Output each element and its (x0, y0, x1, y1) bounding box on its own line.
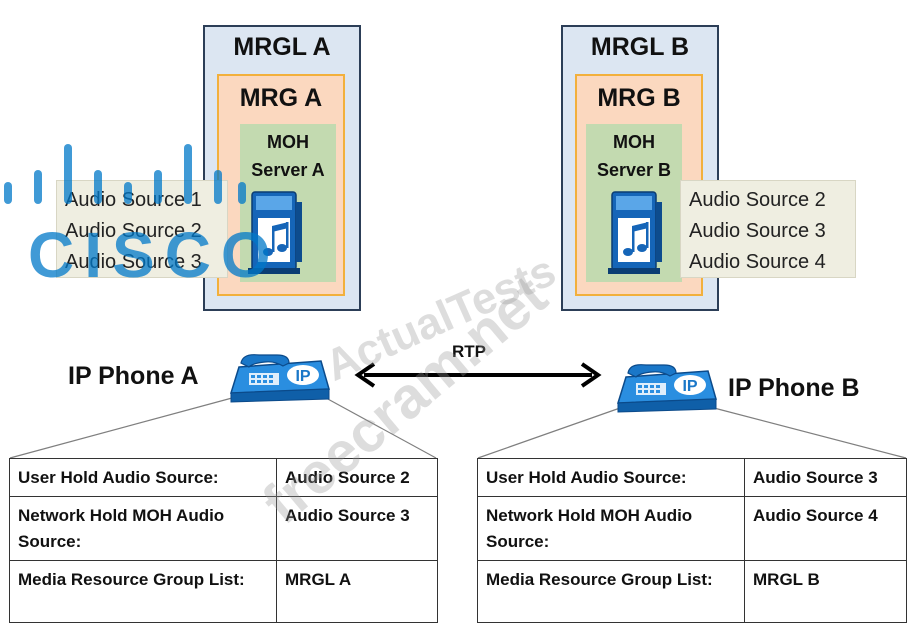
moh-server-b-icon (608, 191, 662, 274)
mrgl-b-title: MRGL B (590, 33, 690, 61)
moh-server-b-label-line2: Server B (596, 160, 672, 180)
rtp-double-arrow (354, 362, 602, 388)
moh-server-a-label-line1: MOH (267, 132, 309, 152)
table-a-value-1: Audio Source 2 (276, 458, 438, 497)
audio-source-b-1: Audio Source 2 (689, 189, 826, 211)
ip-phone-b-icon: IP (616, 364, 717, 413)
ip-phone-b-label: IP Phone B (728, 374, 860, 402)
moh-server-a-icon (248, 191, 302, 274)
table-b-label-2: Network Hold MOH Audio Source: (477, 496, 745, 561)
table-row: Network Hold MOH Audio Source: Audio Sou… (477, 496, 907, 561)
moh-server-b-label-line1: MOH (613, 132, 655, 152)
cisco-logo-bars (4, 144, 246, 204)
table-b-label-3: Media Resource Group List: (477, 560, 745, 623)
table-row: User Hold Audio Source: Audio Source 2 (9, 458, 438, 497)
rtp-label: RTP (452, 342, 486, 361)
table-b-label-1: User Hold Audio Source: (477, 458, 745, 497)
audio-source-b-3: Audio Source 4 (689, 251, 826, 273)
ip-phone-b-icon-text: IP (682, 378, 697, 395)
table-b-value-3: MRGL B (744, 560, 907, 623)
mrg-b-title: MRG B (597, 84, 681, 112)
audio-source-a-3: Audio Source 3 (65, 251, 202, 273)
audio-source-b-2: Audio Source 3 (689, 220, 826, 242)
table-row: User Hold Audio Source: Audio Source 3 (477, 458, 907, 497)
ip-phone-a-icon-text: IP (295, 368, 310, 385)
ip-phone-b-config-table: User Hold Audio Source: Audio Source 3 N… (477, 458, 907, 623)
table-row: Network Hold MOH Audio Source: Audio Sou… (9, 496, 438, 561)
table-a-label-1: User Hold Audio Source: (9, 458, 277, 497)
table-a-label-2: Network Hold MOH Audio Source: (9, 496, 277, 561)
moh-server-a-label-line2: Server A (251, 160, 325, 180)
table-a-label-3: Media Resource Group List: (9, 560, 277, 623)
audio-source-a-2: Audio Source 2 (65, 220, 202, 242)
mrg-a-title: MRG A (239, 84, 323, 112)
audio-sources-b-box: Audio Source 2 Audio Source 3 Audio Sour… (680, 180, 856, 278)
ip-phone-a-label: IP Phone A (68, 362, 199, 390)
table-a-value-3: MRGL A (276, 560, 438, 623)
ip-phone-a-config-table: User Hold Audio Source: Audio Source 2 N… (9, 458, 438, 623)
cisco-logo-word: CISCO (28, 219, 281, 291)
table-b-value-1: Audio Source 3 (744, 458, 907, 497)
table-a-value-2: Audio Source 3 (276, 496, 438, 561)
table-row: Media Resource Group List: MRGL B (477, 560, 907, 623)
mrgl-a-title: MRGL A (233, 33, 331, 61)
ip-phone-a-icon: IP (229, 354, 330, 403)
table-b-value-2: Audio Source 4 (744, 496, 907, 561)
table-row: Media Resource Group List: MRGL A (9, 560, 438, 623)
